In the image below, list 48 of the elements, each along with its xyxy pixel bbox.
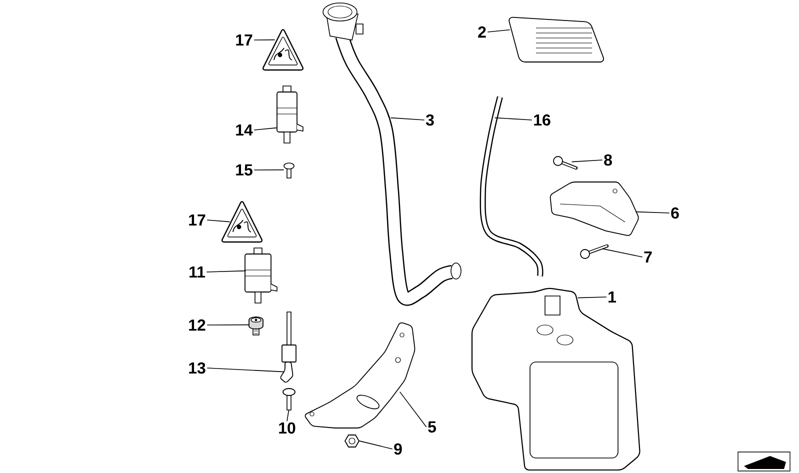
callout-number: 7	[644, 252, 652, 262]
leader-line	[390, 117, 425, 120]
callout-number: 6	[671, 207, 679, 219]
sensor-drawing	[280, 312, 296, 383]
bracket-drawing	[304, 322, 416, 428]
callout-number: 11	[190, 266, 206, 278]
bracket-drawing	[550, 182, 639, 236]
leader-line	[254, 39, 276, 40]
callout-number: 2	[478, 26, 486, 38]
grommet-drawing	[248, 316, 264, 336]
callout-number: 1	[608, 292, 616, 302]
leader-line	[494, 117, 532, 120]
callout-number: 8	[604, 154, 612, 166]
leader-line	[254, 169, 284, 170]
pump-drawing	[276, 86, 304, 144]
leader-line	[206, 324, 250, 326]
callout-number: 17	[236, 34, 252, 46]
leader-line	[206, 368, 284, 372]
bolt-drawing	[553, 156, 578, 170]
callout-number: 15	[236, 164, 252, 176]
leader-line	[254, 127, 278, 130]
callout-number: 10	[279, 422, 296, 434]
leader-line	[399, 391, 427, 428]
leader-line	[635, 211, 670, 214]
callout-number: 17	[189, 214, 206, 226]
callout-number: 5	[428, 421, 436, 433]
leader-line	[286, 409, 290, 422]
warning-triangle-drawing	[262, 28, 304, 71]
leader-line	[602, 248, 643, 258]
leader-line	[577, 296, 607, 298]
warning-triangle-drawing	[221, 200, 263, 243]
washer-tank-drawing	[471, 288, 640, 471]
leader-line	[206, 270, 246, 272]
leader-line	[206, 220, 230, 222]
leader-line	[358, 440, 393, 450]
callout-number: 16	[534, 114, 550, 126]
hose-drawing	[322, 2, 462, 306]
leader-line	[487, 29, 510, 32]
bolt-drawing	[282, 388, 296, 410]
callout-number: 14	[236, 124, 253, 136]
callout-number: 12	[189, 319, 206, 331]
leader-line	[571, 160, 603, 162]
bolt-drawing	[580, 244, 609, 259]
callout-number: 13	[189, 362, 206, 374]
screw-drawing	[284, 162, 294, 178]
pump-drawing	[244, 248, 278, 304]
callout-number: 9	[394, 443, 402, 455]
cover-plate-drawing	[508, 16, 604, 62]
